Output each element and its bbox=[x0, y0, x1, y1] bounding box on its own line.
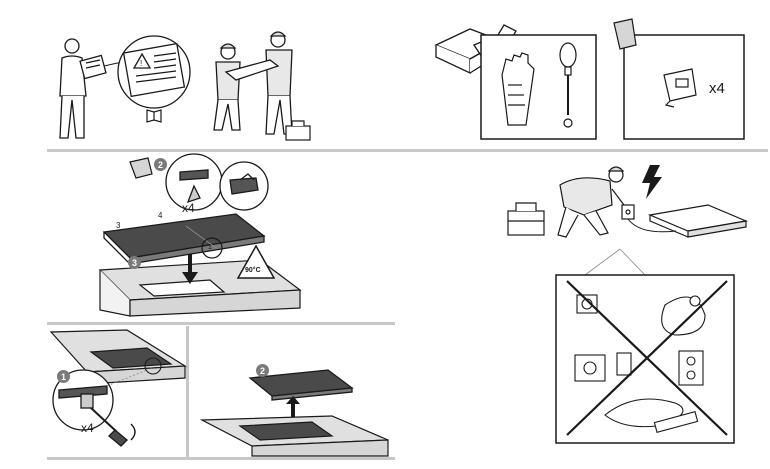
screwdriver-icon bbox=[90, 407, 128, 447]
countertop bbox=[98, 259, 302, 317]
clips-quantity-label: x4 bbox=[182, 201, 195, 215]
arrow-up-icon bbox=[286, 396, 300, 422]
lift-panel: 2 bbox=[192, 360, 392, 457]
separator-middle-left bbox=[47, 322, 395, 325]
reader-icon bbox=[59, 38, 107, 139]
step-badge-2-lift: 2 bbox=[256, 364, 269, 377]
electrician-icon bbox=[557, 166, 625, 238]
hot-surface-warning-icon bbox=[236, 244, 276, 279]
hob bbox=[102, 213, 266, 265]
countertop bbox=[49, 329, 187, 385]
electrician-panel bbox=[500, 155, 760, 255]
removal-panel: 1 x4 bbox=[47, 326, 187, 456]
two-workers-icon bbox=[213, 31, 293, 135]
corner-detail bbox=[201, 237, 223, 259]
edge-label-3: 3 bbox=[116, 221, 121, 230]
clip-icon bbox=[129, 157, 153, 179]
manual-illustration: ! bbox=[59, 31, 311, 141]
cable bbox=[627, 218, 677, 233]
hob bbox=[248, 369, 354, 401]
toolbox-icon bbox=[507, 202, 545, 236]
clip-box-icon bbox=[613, 18, 697, 108]
countertop bbox=[199, 415, 389, 457]
manual-icon: ! bbox=[117, 35, 191, 109]
install-panel: 2 3 x4 3 4 1 90°C bbox=[90, 150, 390, 320]
separator-vertical bbox=[186, 326, 189, 458]
manual-panel: ! bbox=[0, 0, 420, 148]
clip-quantity-label: x4 bbox=[709, 80, 725, 97]
arrow-down-icon bbox=[182, 254, 198, 284]
tools-panel: x4 bbox=[430, 15, 770, 145]
removal-quantity-label: x4 bbox=[81, 421, 94, 435]
step-badge-1: 1 bbox=[57, 370, 70, 383]
book-icon bbox=[146, 109, 162, 123]
corner-label-1: 1 bbox=[208, 244, 212, 251]
install-illustration bbox=[98, 153, 302, 317]
forbidden-panel bbox=[555, 248, 735, 445]
socket-icon bbox=[621, 204, 635, 220]
toolbox-icon bbox=[285, 120, 311, 141]
electrician-illustration bbox=[507, 165, 749, 238]
separator-top-left bbox=[47, 149, 768, 152]
tools-box bbox=[480, 34, 597, 140]
hot-surface-label: 90°C bbox=[245, 267, 261, 274]
rotate-arrow-icon bbox=[130, 423, 136, 441]
tools-illustration bbox=[434, 18, 745, 140]
removal-illustration bbox=[49, 329, 187, 447]
separator-bottom bbox=[47, 457, 395, 460]
edge-label-4: 4 bbox=[158, 211, 163, 220]
screwdriver-icon bbox=[559, 42, 577, 128]
lift-illustration bbox=[199, 369, 389, 457]
clip-detail-icon bbox=[165, 153, 269, 211]
forbidden-accessories-icon bbox=[555, 248, 735, 444]
gloves-icon bbox=[501, 52, 535, 126]
hob-icon bbox=[647, 204, 749, 238]
step-badge-2: 2 bbox=[154, 158, 167, 171]
lightning-icon bbox=[642, 165, 662, 199]
step-badge-3: 3 bbox=[128, 256, 141, 269]
svg-text:!: ! bbox=[140, 59, 142, 68]
